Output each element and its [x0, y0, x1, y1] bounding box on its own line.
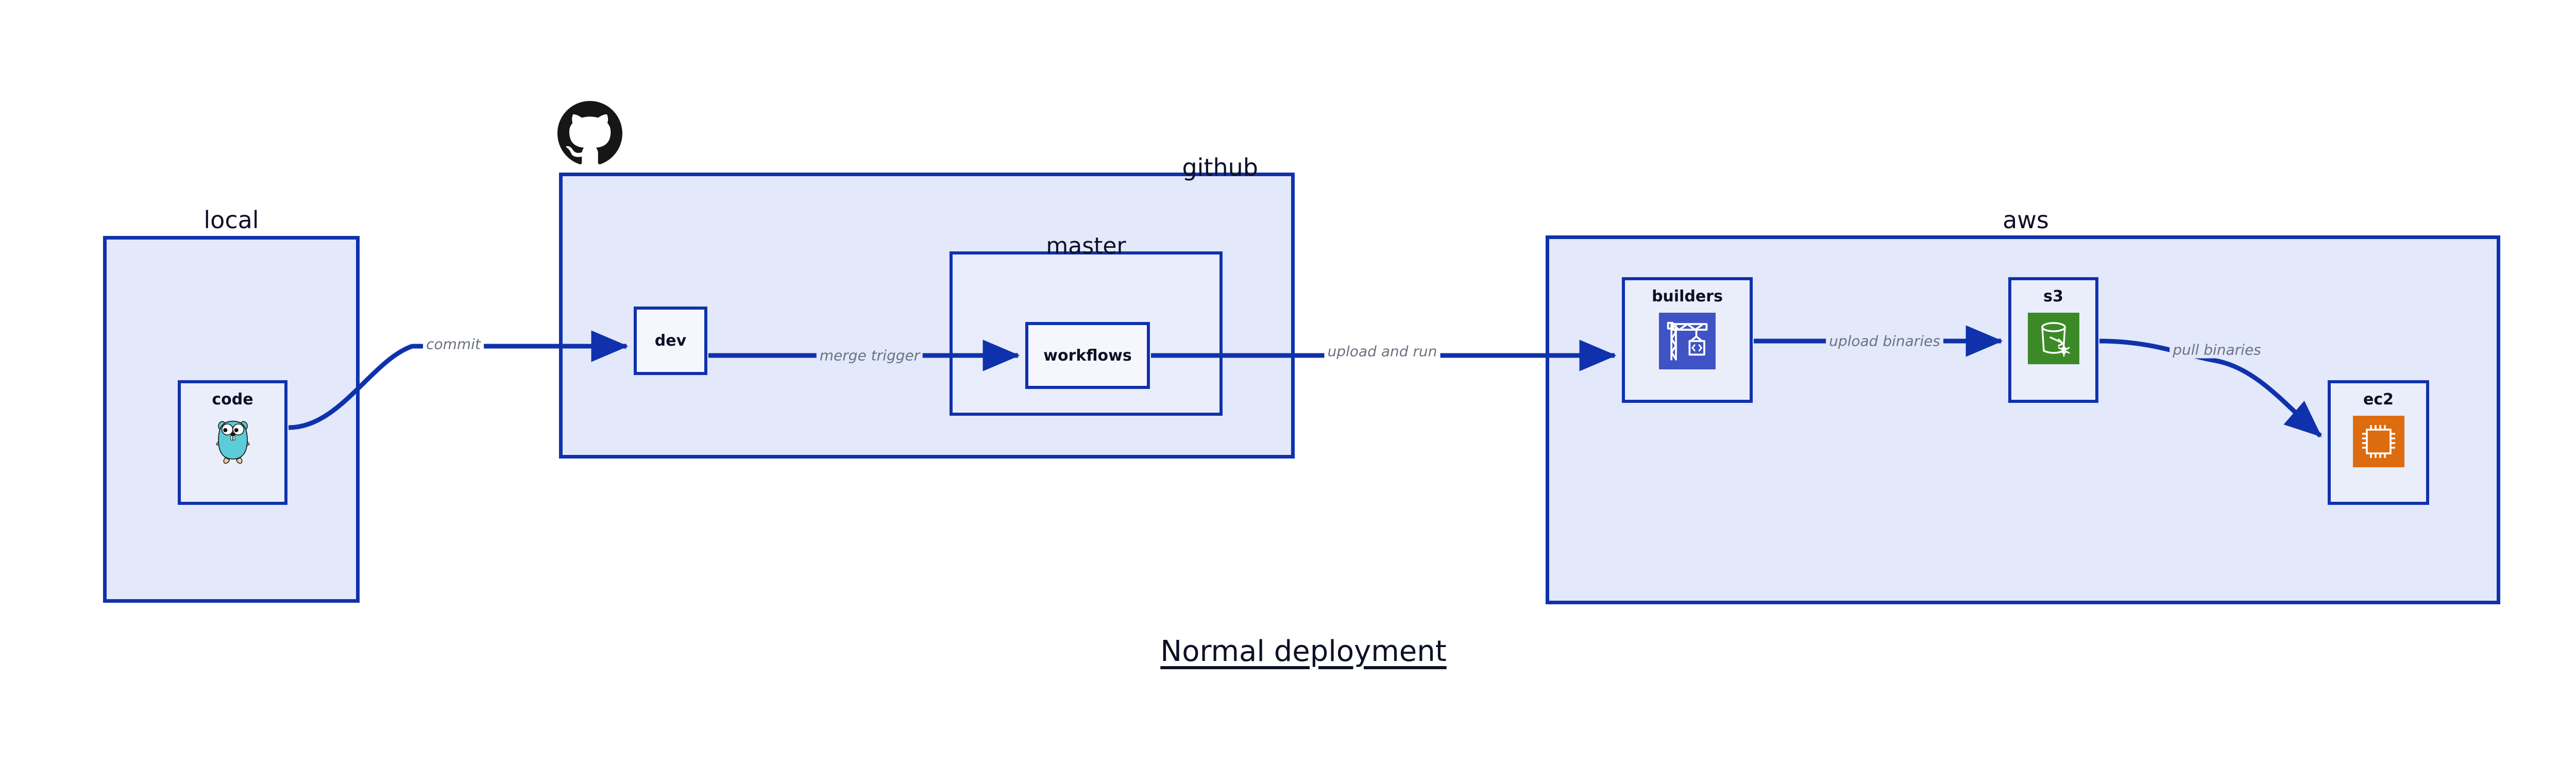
node-workflows-label: workflows: [1043, 346, 1132, 365]
node-dev[interactable]: dev: [634, 307, 707, 375]
aws-ec2-icon: [2352, 416, 2404, 467]
node-s3-label: s3: [2043, 287, 2063, 305]
node-dev-label: dev: [654, 332, 687, 350]
aws-codebuild-icon: [1659, 313, 1716, 369]
edge-label-merge-trigger: merge trigger: [816, 347, 923, 364]
edge-label-upload-binaries: upload binaries: [1826, 332, 1943, 350]
edge-label-upload-and-run: upload and run: [1324, 343, 1440, 360]
github-octocat-icon: [557, 101, 622, 166]
node-workflows[interactable]: workflows: [1025, 322, 1150, 389]
edge-label-pull-binaries: pull binaries: [2170, 341, 2264, 359]
node-builders-label: builders: [1652, 287, 1723, 305]
node-code[interactable]: code: [178, 380, 287, 505]
edge-label-commit: commit: [423, 335, 484, 353]
node-ec2-label: ec2: [2363, 390, 2394, 409]
aws-s3-glacier-icon: [2027, 313, 2079, 364]
cluster-github-label: github: [1182, 154, 1258, 181]
diagram-title: Normal deployment: [1160, 635, 1447, 668]
cluster-master-label: master: [1046, 233, 1126, 259]
node-s3[interactable]: s3: [2008, 277, 2098, 403]
node-builders[interactable]: builders: [1622, 277, 1753, 403]
cluster-local-label: local: [204, 206, 259, 234]
node-code-label: code: [212, 390, 253, 409]
go-gopher-icon: [207, 416, 259, 467]
node-ec2[interactable]: ec2: [2328, 380, 2429, 505]
cluster-aws-label: aws: [2003, 206, 2049, 234]
